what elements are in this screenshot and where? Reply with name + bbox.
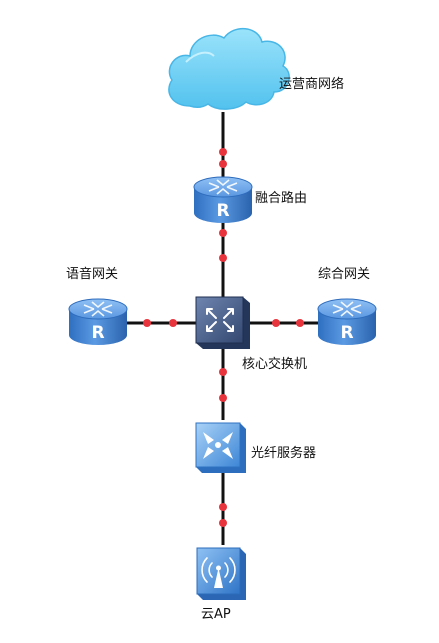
port-dot	[219, 160, 227, 168]
port-dot	[169, 319, 177, 327]
cloud-ap-node[interactable]: 云AP	[196, 547, 246, 622]
svg-text:R: R	[91, 323, 104, 343]
router-icon: R	[193, 176, 253, 223]
wireless-ap-icon	[196, 547, 246, 600]
port-dot	[296, 319, 304, 327]
fiber-server-node[interactable]: 光纤服务器	[195, 422, 316, 473]
cloud-ap-label: 云AP	[201, 607, 231, 622]
cloud-node[interactable]: 运营商网络	[168, 28, 344, 110]
port-dot	[219, 229, 227, 237]
cloud-label: 运营商网络	[279, 76, 344, 92]
port-dot	[219, 519, 227, 527]
integrated-gateway-label: 综合网关	[318, 267, 370, 282]
fusion-router-label: 融合路由	[255, 190, 307, 206]
port-dot	[219, 394, 227, 402]
voice-gateway-node[interactable]: R 语音网关	[66, 266, 128, 345]
switch-icon	[195, 296, 250, 349]
core-switch-node[interactable]: 核心交换机	[195, 296, 307, 372]
core-switch-label: 核心交换机	[242, 356, 307, 372]
port-dot	[219, 148, 227, 156]
fiber-server-label: 光纤服务器	[251, 445, 316, 461]
cloud-icon	[168, 28, 290, 110]
port-dot	[143, 319, 151, 327]
svg-text:R: R	[340, 323, 353, 343]
svg-text:R: R	[216, 201, 229, 221]
port-dot	[272, 319, 280, 327]
port-dots	[143, 148, 304, 527]
port-dot	[219, 254, 227, 262]
fusion-router-node[interactable]: R 融合路由	[193, 176, 307, 223]
voice-gateway-label: 语音网关	[66, 266, 118, 282]
port-dot	[219, 503, 227, 511]
router-icon: R	[317, 298, 377, 345]
integrated-gateway-node[interactable]: R 综合网关	[317, 267, 377, 345]
router-icon: R	[68, 298, 128, 345]
port-dot	[219, 368, 227, 376]
optical-server-icon	[195, 422, 246, 473]
